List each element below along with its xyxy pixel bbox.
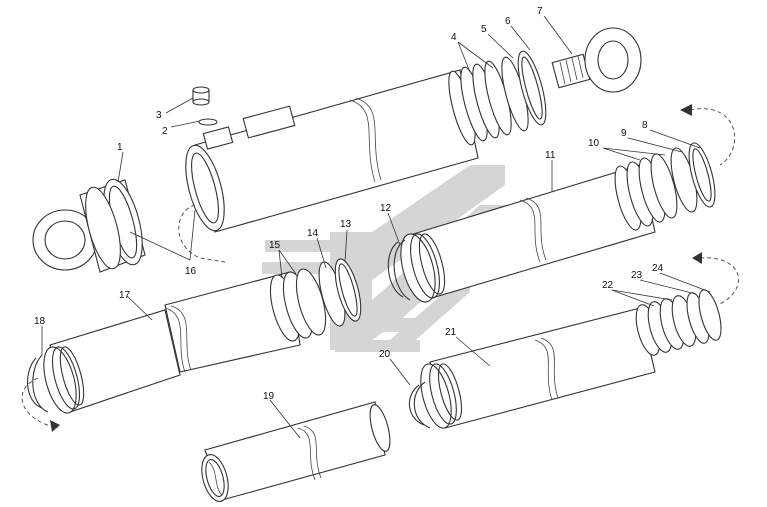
callout-7: 7: [537, 6, 543, 17]
part-18-snap-ring: [27, 354, 49, 413]
top-seals-4: [448, 60, 512, 146]
callout-2: 2: [162, 126, 168, 137]
seals-15: [269, 268, 327, 342]
callout-24: 24: [652, 263, 664, 274]
callout-16: 16: [185, 266, 197, 277]
callout-5: 5: [481, 24, 487, 35]
callout-13: 13: [340, 219, 352, 230]
seals-10: [614, 153, 678, 231]
part-21-tube: [420, 307, 656, 429]
assembly-path-18: [21, 377, 59, 429]
assembly-path-24: [699, 257, 739, 306]
callout-9: 9: [621, 128, 627, 139]
part-24-ring: [698, 289, 722, 341]
part-17-tube: [43, 309, 181, 414]
callout-numbers: 1 2 3 4 5 6 7 8 9 10 11 12 13 14 15 16 1…: [34, 6, 664, 402]
middle-tube: [164, 271, 301, 373]
watermark-stripe-1: [265, 240, 330, 252]
callout-14: 14: [307, 228, 319, 239]
watermark-stripe-4: [335, 318, 420, 332]
part-3-plug: [192, 86, 210, 106]
arrow-24: [692, 252, 702, 264]
part-8-ring: [688, 142, 716, 208]
callout-15: 15: [269, 240, 281, 251]
watermark-stripe-2: [262, 262, 330, 274]
part-7-eye-end: [551, 27, 642, 93]
top-cylinder-barrel: [185, 69, 479, 233]
part-12-snap-ring: [387, 239, 411, 301]
callout-12: 12: [380, 203, 392, 214]
callout-1: 1: [117, 142, 123, 153]
part-19-tube: [201, 401, 391, 502]
part-11-tube: [400, 164, 656, 303]
callout-11: 11: [545, 150, 556, 161]
leader-lines: [41, 15, 711, 439]
callout-23: 23: [631, 270, 643, 281]
callout-19: 19: [263, 391, 275, 402]
assembly-path-8: [689, 108, 735, 166]
barrel-port-boss: [202, 105, 296, 150]
callout-22: 22: [602, 280, 614, 291]
watermark-stripe-5: [335, 340, 420, 352]
callout-20: 20: [379, 349, 391, 360]
callout-4: 4: [451, 32, 457, 43]
callout-18: 18: [34, 316, 46, 327]
part-20-snap-ring: [408, 381, 431, 429]
arrow-18: [50, 420, 60, 432]
callout-8: 8: [642, 120, 648, 131]
callout-3: 3: [156, 110, 162, 121]
callout-17: 17: [119, 290, 131, 301]
callout-6: 6: [505, 16, 511, 27]
callout-21: 21: [445, 327, 457, 338]
part-2-washer: [198, 118, 218, 126]
part-6-ring: [517, 50, 547, 126]
part-13-ring: [334, 258, 362, 322]
part-1-end-cap: [32, 178, 146, 273]
callout-10: 10: [588, 138, 600, 149]
arrow-8: [680, 104, 692, 116]
